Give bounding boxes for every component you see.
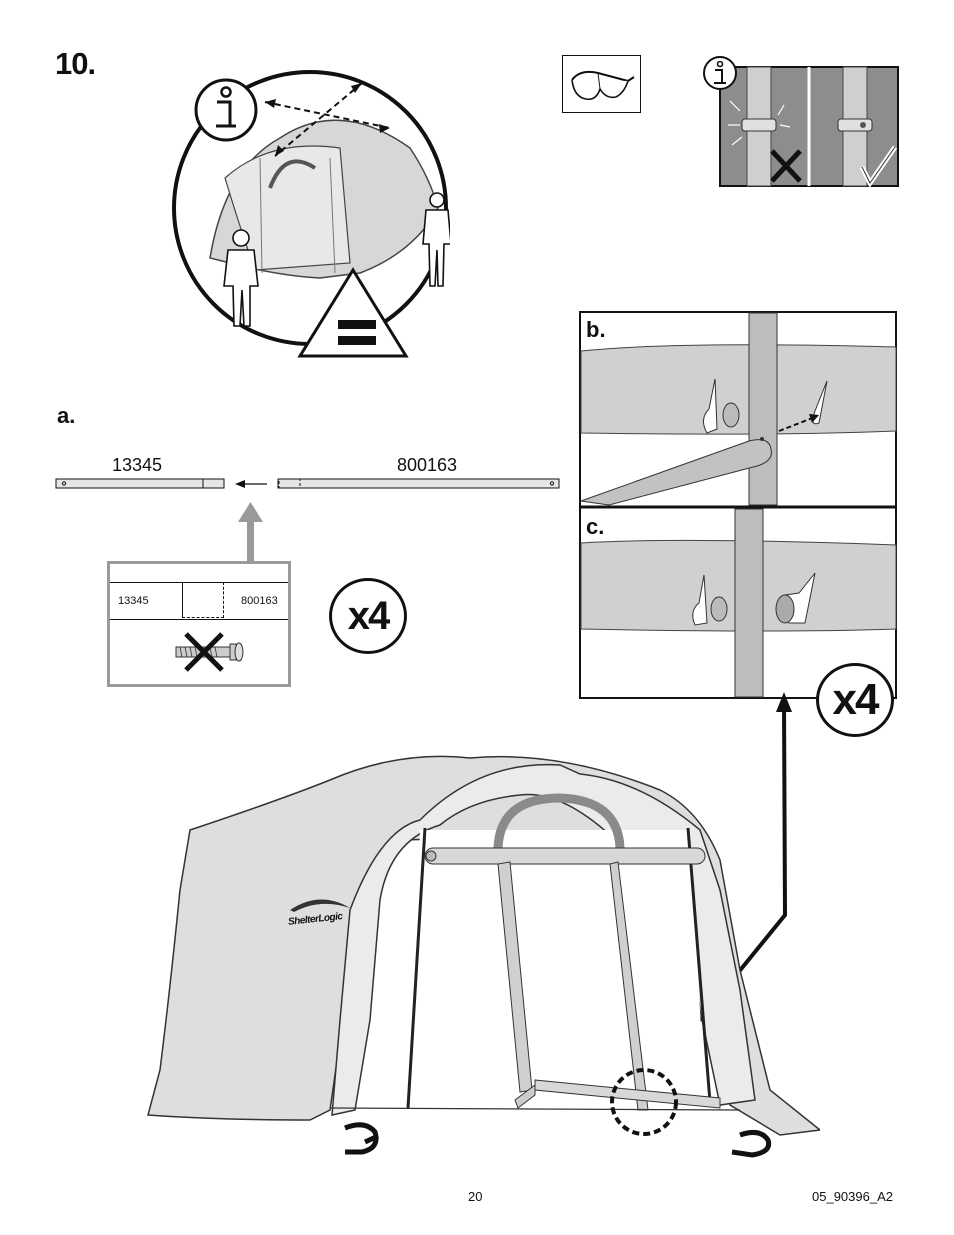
part-number-right: 800163: [397, 455, 458, 475]
quantity-badge-pole: x4: [816, 663, 894, 737]
step-b-label: b.: [586, 317, 606, 342]
bolt-check-info-panel: [703, 56, 899, 188]
quantity-badge-main: x4: [329, 578, 407, 654]
two-person-info-illustration: [172, 70, 450, 358]
detail-part-right: 800163: [241, 595, 278, 607]
step-c-label: c.: [586, 514, 605, 539]
part-number-left: 13345: [112, 455, 163, 475]
step-a-label: a.: [57, 403, 76, 428]
pole-clip-detail-panels: [579, 311, 897, 699]
bolt-crossed-icon: [175, 632, 244, 672]
quantity-text-main: x4: [347, 593, 390, 638]
up-arrow-icon: [238, 502, 263, 564]
document-code: 05_90396_A2: [812, 1189, 893, 1204]
page-number: 20: [468, 1189, 483, 1204]
quantity-text-pole: x4: [832, 675, 880, 724]
detail-part-left: 13345: [118, 595, 149, 607]
step-number: 10.: [55, 46, 96, 81]
no-bolt-detail-box: 13345 800163: [107, 561, 291, 687]
tube-assembly-diagram: [55, 478, 560, 489]
safety-glasses-icon: [562, 55, 641, 113]
tent-shelter-illustration: [147, 692, 820, 1158]
